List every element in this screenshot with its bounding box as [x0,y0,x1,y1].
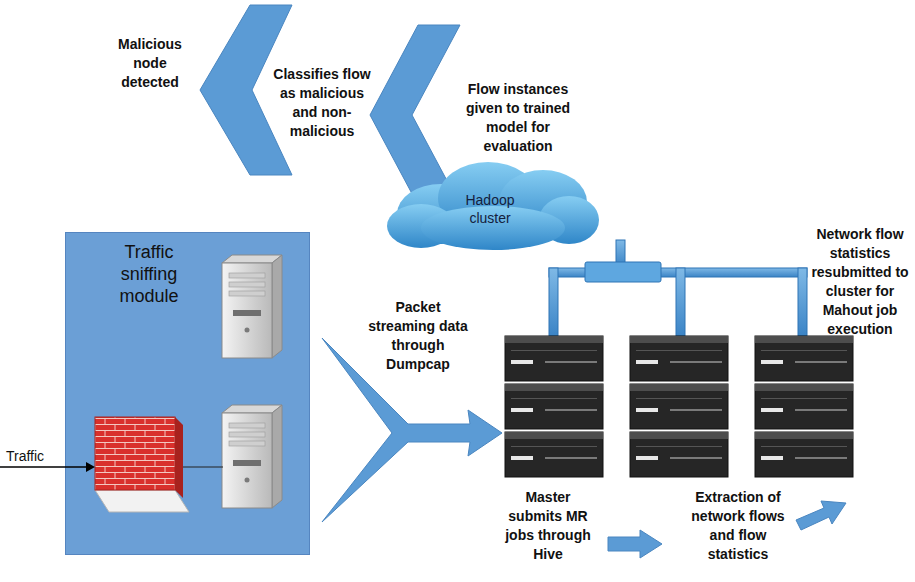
server-slot [761,408,783,412]
step-label: Classifies flow as malicious and non-mal… [268,65,376,141]
step-label: Network flow statistics resubmitted to c… [808,225,912,339]
server-top [505,336,603,343]
server-top [630,336,728,343]
server-slot [761,360,783,364]
drive-bay [229,423,265,428]
traffic-line [65,466,87,468]
server-line [511,446,597,447]
tower-side [272,255,282,358]
traffic-arrowhead [86,462,95,472]
server-line [795,361,847,363]
server-top [755,432,853,439]
server-unit [505,432,603,477]
server-slot [761,456,783,460]
server-line [545,361,597,363]
network-bus [549,240,807,336]
server-top [630,432,728,439]
server-tower [222,263,272,358]
server-line [670,361,722,363]
tower-button [245,328,250,333]
server-line [511,398,597,399]
step-label: Flow instances given to trained model fo… [462,80,574,156]
server-unit [505,384,603,429]
server-line [545,457,597,459]
server-unit [630,384,728,429]
firewall-side [175,417,183,498]
server-line [636,446,722,447]
panel-illustration [65,232,310,555]
server-top [755,336,853,343]
step-label: Master submits MR jobs through Hive [498,488,598,564]
server-slot [511,456,533,460]
step-arrow [608,530,662,558]
drive-bay [229,273,265,278]
traffic-line [0,466,66,468]
server-slot [511,360,533,364]
input-label: Traffic [6,447,66,466]
chevron-arrow [200,5,292,175]
server-top [630,384,728,391]
firewall-base [95,490,189,512]
server-line [511,350,597,351]
server-unit [630,432,728,477]
server-slot [636,408,658,412]
server-line [795,457,847,459]
server-unit [630,336,728,381]
server-line [761,398,847,399]
server-slot [636,360,658,364]
server-tower [222,413,272,508]
server-unit [755,384,853,429]
sniffing-panel: Traffic sniffing module [65,232,310,555]
drive-bay [229,291,265,296]
server-line [761,446,847,447]
cloud-node: Hadoop cluster [383,158,601,252]
server-top [505,432,603,439]
drive-bay [229,441,265,446]
tower-side [272,405,282,508]
server-line [795,409,847,411]
panel-title: Traffic sniffing module [94,241,204,307]
tower-button [245,478,250,483]
drive-bay [229,432,265,437]
cloud-label: Hadoop cluster [445,191,535,227]
step-label: Malicious node detected [104,35,196,92]
tower-slot [233,460,261,466]
server-unit [755,432,853,477]
server-slot [636,456,658,460]
server-unit [505,336,603,381]
tower-slot [233,310,261,316]
server-stacks [505,336,853,477]
server-slot [511,408,533,412]
server-top [755,384,853,391]
server-unit [755,336,853,381]
drive-bay [229,282,265,287]
firewall [95,417,175,490]
step-label: Extraction of network flows and flow sta… [686,488,790,564]
server-line [545,409,597,411]
server-line [670,409,722,411]
link-line [183,466,223,467]
server-line [670,457,722,459]
server-line [636,398,722,399]
step-arrow [796,501,846,530]
server-line [636,350,722,351]
step-label: Packet streaming data through Dumpcap [366,298,470,374]
server-line [761,350,847,351]
server-top [505,384,603,391]
